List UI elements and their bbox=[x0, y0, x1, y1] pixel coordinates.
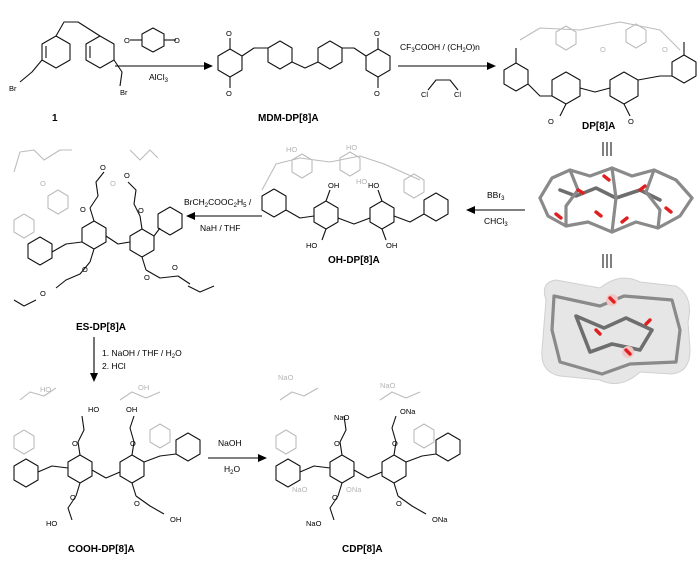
cdp8a-structure: NaO NaO O O O O NaO ONa NaO ONa NaO ONa bbox=[275, 373, 461, 528]
compound-1-structure: Br Br bbox=[9, 21, 128, 97]
oxygen-atom: O bbox=[392, 439, 398, 448]
oxygen-atom: O bbox=[174, 36, 180, 45]
carboxylic-acid: HO bbox=[88, 405, 99, 414]
bromine-atom-right: Br bbox=[120, 88, 128, 97]
sodium-carboxylate: NaO bbox=[380, 381, 396, 390]
oxygen-marker bbox=[602, 174, 611, 182]
hydroxyl-group: HO bbox=[346, 143, 357, 152]
oxygen-atom: O bbox=[374, 89, 380, 98]
crystal-stick-model bbox=[538, 166, 694, 234]
condition-nah-thf: NaH / THF bbox=[200, 223, 240, 233]
hydroxyl-group: OH bbox=[138, 383, 149, 392]
compound-label-es-dp8a: ES-DP[8]A bbox=[76, 322, 126, 333]
identity-symbol-upper bbox=[602, 142, 612, 156]
hydroxyl-group: HO bbox=[286, 145, 297, 154]
oxygen-atom: O bbox=[374, 29, 380, 38]
dichloroethane-solvent: Cl Cl bbox=[421, 79, 461, 99]
oh-dp8a-structure: HO HO HO OH HO HO OH bbox=[261, 143, 449, 250]
condition-bromoacetate: BrCH2COOC2H5 / bbox=[184, 197, 252, 209]
oxygen-atom: O bbox=[134, 499, 140, 508]
arrowhead bbox=[90, 373, 98, 382]
oxygen-atom: O bbox=[138, 206, 144, 215]
mdm-dp8a-structure: O O O O bbox=[217, 29, 391, 98]
condition-hcl: 2. HCl bbox=[102, 361, 126, 371]
condition-hydrolysis: 1. NaOH / THF / H2O bbox=[102, 348, 182, 360]
sodium-carboxylate: NaO bbox=[278, 373, 294, 382]
sodium-carboxylate: NaO bbox=[334, 413, 350, 422]
sodium-carboxylate: ONa bbox=[346, 485, 362, 494]
sodium-carboxylate: NaO bbox=[292, 485, 308, 494]
arrowhead bbox=[186, 212, 195, 220]
sodium-carboxylate: NaO bbox=[306, 519, 322, 528]
dimethoxybenzene-reagent: O O bbox=[124, 27, 180, 53]
oxygen-atom: O bbox=[226, 89, 232, 98]
compound-label-mdm-dp8a: MDM-DP[8]A bbox=[258, 113, 319, 124]
identity-symbol-lower bbox=[602, 254, 612, 268]
crystal-surface-model bbox=[541, 277, 691, 385]
hydroxyl-group: OH bbox=[328, 181, 339, 190]
oxygen-atom: O bbox=[334, 439, 340, 448]
arrowhead bbox=[487, 62, 496, 70]
sodium-carboxylate: ONa bbox=[400, 407, 416, 416]
carboxylic-acid: HO bbox=[46, 519, 57, 528]
condition-alcl3: AlCl3 bbox=[149, 72, 169, 84]
compound-label-1: 1 bbox=[52, 113, 58, 124]
oxygen-atom: O bbox=[548, 117, 554, 126]
oxygen-atom: O bbox=[172, 263, 178, 272]
oxygen-atom: O bbox=[396, 499, 402, 508]
condition-tfa-paraformaldehyde: CF3COOH / (CH2O)n bbox=[400, 42, 480, 54]
oxygen-atom: O bbox=[144, 273, 150, 282]
chlorine-atom: Cl bbox=[421, 90, 428, 99]
dp8a-structure: O O O O bbox=[503, 21, 697, 126]
condition-bbr3: BBr3 bbox=[487, 190, 505, 202]
oxygen-atom: O bbox=[226, 29, 232, 38]
bromine-atom-left: Br bbox=[9, 84, 17, 93]
oxygen-atom: O bbox=[100, 163, 106, 172]
carboxylic-acid: OH bbox=[170, 515, 181, 524]
arrowhead bbox=[466, 206, 475, 214]
oxygen-atom: O bbox=[80, 205, 86, 214]
hydroxyl-group: OH bbox=[386, 241, 397, 250]
oxygen-atom: O bbox=[662, 45, 668, 54]
compound-label-dp8a: DP[8]A bbox=[582, 121, 615, 132]
condition-chcl3: CHCl3 bbox=[484, 216, 508, 228]
es-dp8a-structure: O O O O O O O O O O bbox=[13, 149, 215, 307]
hydroxyl-group: HO bbox=[306, 241, 317, 250]
oxygen-atom: O bbox=[332, 493, 338, 502]
hydroxyl-group: HO bbox=[40, 385, 51, 394]
compound-label-cooh-dp8a: COOH-DP[8]A bbox=[68, 544, 135, 555]
carboxylic-acid: OH bbox=[126, 405, 137, 414]
oxygen-atom: O bbox=[110, 179, 116, 188]
hydroxyl-group: HO bbox=[356, 177, 367, 186]
oxygen-atom: O bbox=[130, 439, 136, 448]
oxygen-atom: O bbox=[124, 171, 130, 180]
condition-naoh: NaOH bbox=[218, 438, 242, 448]
oxygen-atom: O bbox=[70, 493, 76, 502]
oxygen-atom: O bbox=[82, 265, 88, 274]
oxygen-atom: O bbox=[628, 117, 634, 126]
arrowhead bbox=[204, 62, 213, 70]
sodium-carboxylate: ONa bbox=[432, 515, 448, 524]
compound-label-oh-dp8a: OH-DP[8]A bbox=[328, 255, 380, 266]
condition-water: H2O bbox=[224, 464, 240, 476]
hydroxyl-group: HO bbox=[368, 181, 379, 190]
chlorine-atom: Cl bbox=[454, 90, 461, 99]
compound-label-cdp8a: CDP[8]A bbox=[342, 544, 383, 555]
oxygen-atom: O bbox=[72, 439, 78, 448]
oxygen-atom: O bbox=[40, 289, 46, 298]
arrowhead bbox=[258, 454, 267, 462]
cooh-dp8a-structure: HO OH O O O O HO OH HO OH bbox=[13, 383, 201, 528]
oxygen-atom: O bbox=[124, 36, 130, 45]
oxygen-atom: O bbox=[600, 45, 606, 54]
oxygen-atom: O bbox=[40, 179, 46, 188]
